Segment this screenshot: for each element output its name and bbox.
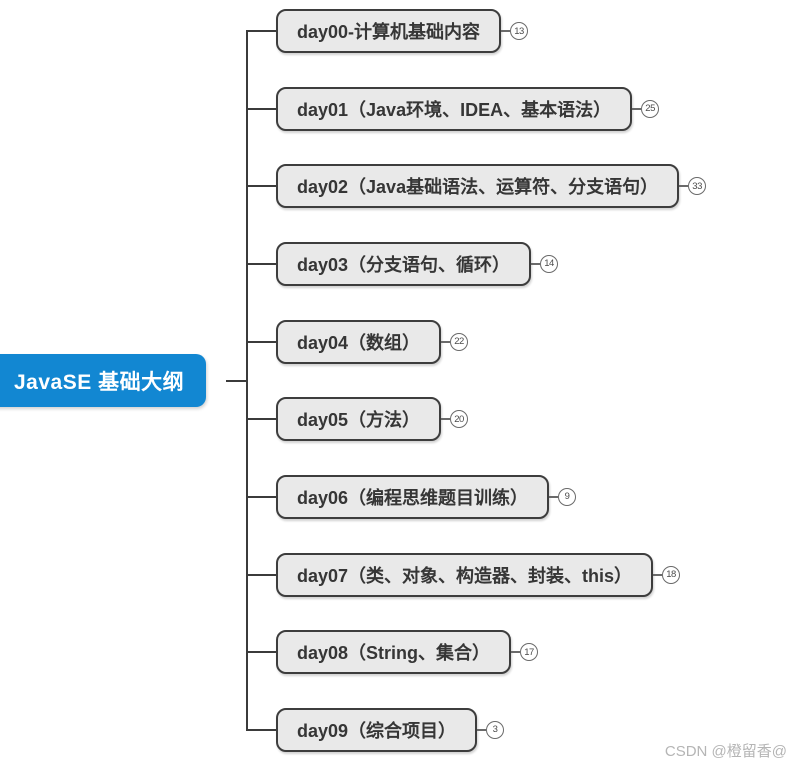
connector-root-branch: [226, 380, 247, 382]
topic-count-badge[interactable]: 20: [450, 410, 469, 429]
topic-count-badge[interactable]: 33: [688, 177, 707, 196]
topic-count-badge[interactable]: 14: [540, 254, 559, 273]
badge-connector-line: [477, 728, 487, 731]
topic-label: day04（数组）: [297, 332, 421, 353]
topic-label: day09（综合项目）: [297, 720, 457, 741]
topic-count-badge[interactable]: 3: [486, 720, 505, 739]
badge-connector-line: [679, 185, 689, 188]
badge-connector-line: [549, 495, 559, 498]
topic-node[interactable]: day05（方法）: [276, 397, 442, 442]
topic-label: day03（分支语句、循环）: [297, 254, 511, 275]
topic-label: day00-计算机基础内容: [297, 22, 481, 42]
root-node-label: JavaSE 基础大纲: [14, 370, 185, 394]
topic-row: day06（编程思维题目训练） 9: [246, 474, 577, 519]
topic-count-badge[interactable]: 13: [510, 22, 529, 40]
topic-node[interactable]: day02（Java基础语法、运算符、分支语句）: [276, 164, 680, 209]
topic-count-badge[interactable]: 17: [520, 643, 539, 662]
topic-row: day04（数组） 22: [246, 319, 469, 364]
badge-connector-line: [501, 30, 511, 32]
badge-connector-line: [531, 262, 541, 265]
topic-row: day05（方法） 20: [246, 397, 469, 442]
topic-count-badge[interactable]: 9: [558, 487, 577, 506]
root-node[interactable]: JavaSE 基础大纲: [0, 354, 207, 407]
badge-connector-line: [511, 651, 521, 654]
topic-label: day02（Java基础语法、运算符、分支语句）: [297, 177, 659, 198]
badge-connector-line: [441, 418, 451, 421]
topic-node[interactable]: day09（综合项目）: [276, 707, 478, 752]
topic-row: day07（类、对象、构造器、封装、this） 18: [246, 552, 681, 597]
topic-count-badge[interactable]: 22: [450, 332, 469, 351]
topic-node[interactable]: day06（编程思维题目训练）: [276, 474, 550, 519]
topic-count-badge[interactable]: 18: [662, 565, 681, 584]
topic-node[interactable]: day08（String、集合）: [276, 630, 512, 675]
topic-node[interactable]: day01（Java环境、IDEA、基本语法）: [276, 86, 633, 131]
badge-connector-line: [441, 340, 451, 343]
watermark: CSDN @橙留香@: [664, 743, 787, 760]
topic-row: day08（String、集合） 17: [246, 630, 539, 675]
topic-node[interactable]: day00-计算机基础内容: [276, 9, 502, 53]
topic-row: day03（分支语句、循环） 14: [246, 241, 559, 286]
topic-row: day01（Java环境、IDEA、基本语法） 25: [246, 86, 660, 131]
badge-connector-line: [632, 107, 642, 110]
connector-spine: [246, 30, 248, 731]
topic-row: day02（Java基础语法、运算符、分支语句） 33: [246, 164, 707, 209]
topic-row: day09（综合项目） 3: [246, 707, 505, 752]
topic-count-badge[interactable]: 25: [641, 99, 660, 118]
topic-label: day07（类、对象、构造器、封装、this）: [297, 565, 633, 586]
topic-label: day08（String、集合）: [297, 643, 491, 664]
topic-label: day01（Java环境、IDEA、基本语法）: [297, 99, 612, 120]
topic-node[interactable]: day07（类、对象、构造器、封装、this）: [276, 552, 654, 597]
badge-connector-line: [653, 573, 663, 576]
topic-node[interactable]: day03（分支语句、循环）: [276, 241, 532, 286]
topic-label: day05（方法）: [297, 410, 421, 431]
topic-node[interactable]: day04（数组）: [276, 319, 442, 364]
topic-label: day06（编程思维题目训练）: [297, 487, 529, 508]
topic-row: day00-计算机基础内容 13: [246, 9, 529, 53]
